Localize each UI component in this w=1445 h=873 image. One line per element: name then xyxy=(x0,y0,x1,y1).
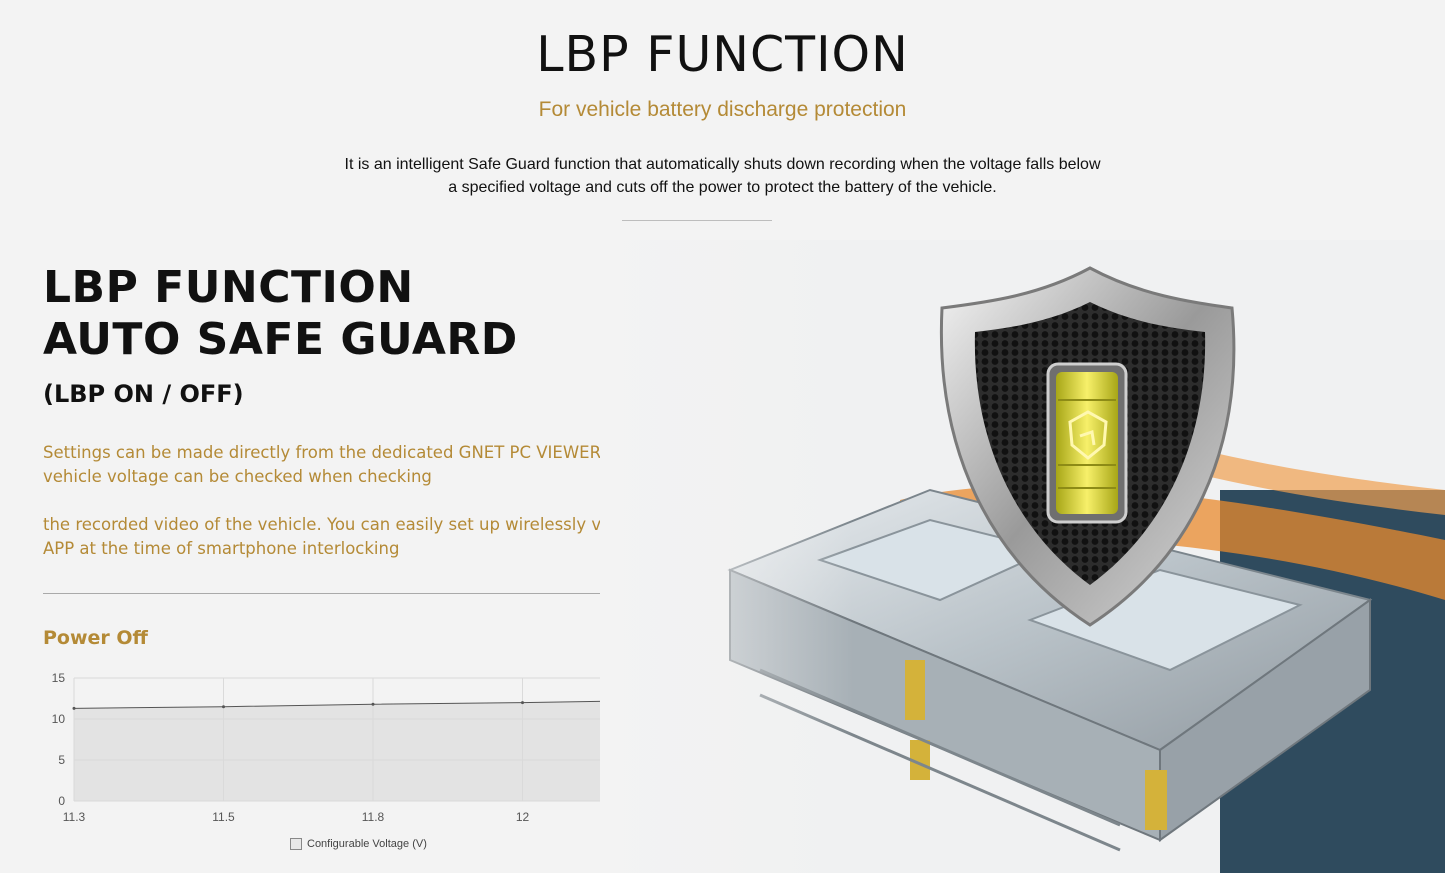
section-divider xyxy=(43,593,688,594)
description-line-1: It is an intelligent Safe Guard function… xyxy=(344,156,1101,173)
x-tick-label: 11.8 xyxy=(362,810,385,824)
battery-illustration xyxy=(600,240,1445,873)
y-tick-label: 10 xyxy=(52,712,66,726)
x-tick-label: 11.5 xyxy=(212,810,235,824)
legend-swatch xyxy=(290,838,302,850)
description-line-2: a specified voltage and cuts off the pow… xyxy=(448,179,997,196)
x-tick-label: 12 xyxy=(516,810,530,824)
x-tick-label: 11.3 xyxy=(63,810,86,824)
chart-legend[interactable]: Configurable Voltage (V) xyxy=(290,838,427,850)
section-paragraph-1: Settings can be made directly from the d… xyxy=(43,443,675,486)
page-description: It is an intelligent Safe Guard function… xyxy=(300,153,1145,199)
section-title-line-2: AUTO SAFE GUARD xyxy=(43,314,518,365)
y-tick-label: 0 xyxy=(58,794,65,808)
y-tick-label: 5 xyxy=(58,753,65,767)
section-title-line-1: LBP FUNCTION xyxy=(43,262,414,313)
y-tick-label: 15 xyxy=(52,671,66,685)
section-subtitle: (LBP ON / OFF) xyxy=(43,380,244,408)
data-point xyxy=(371,702,375,706)
data-point xyxy=(222,705,225,709)
page-title: LBP FUNCTION xyxy=(536,26,909,83)
header-divider xyxy=(622,220,772,221)
data-point xyxy=(72,706,76,710)
data-point xyxy=(521,701,524,705)
section-paragraph-2: the recorded video of the vehicle. You c… xyxy=(43,515,667,558)
legend-label: Configurable Voltage (V) xyxy=(307,838,427,850)
page-subtitle: For vehicle battery discharge protection xyxy=(538,98,907,121)
shield-battery-icon xyxy=(939,266,1236,627)
chart-title: Power Off xyxy=(43,627,148,649)
section-title: LBP FUNCTION AUTO SAFE GUARD xyxy=(43,262,518,366)
